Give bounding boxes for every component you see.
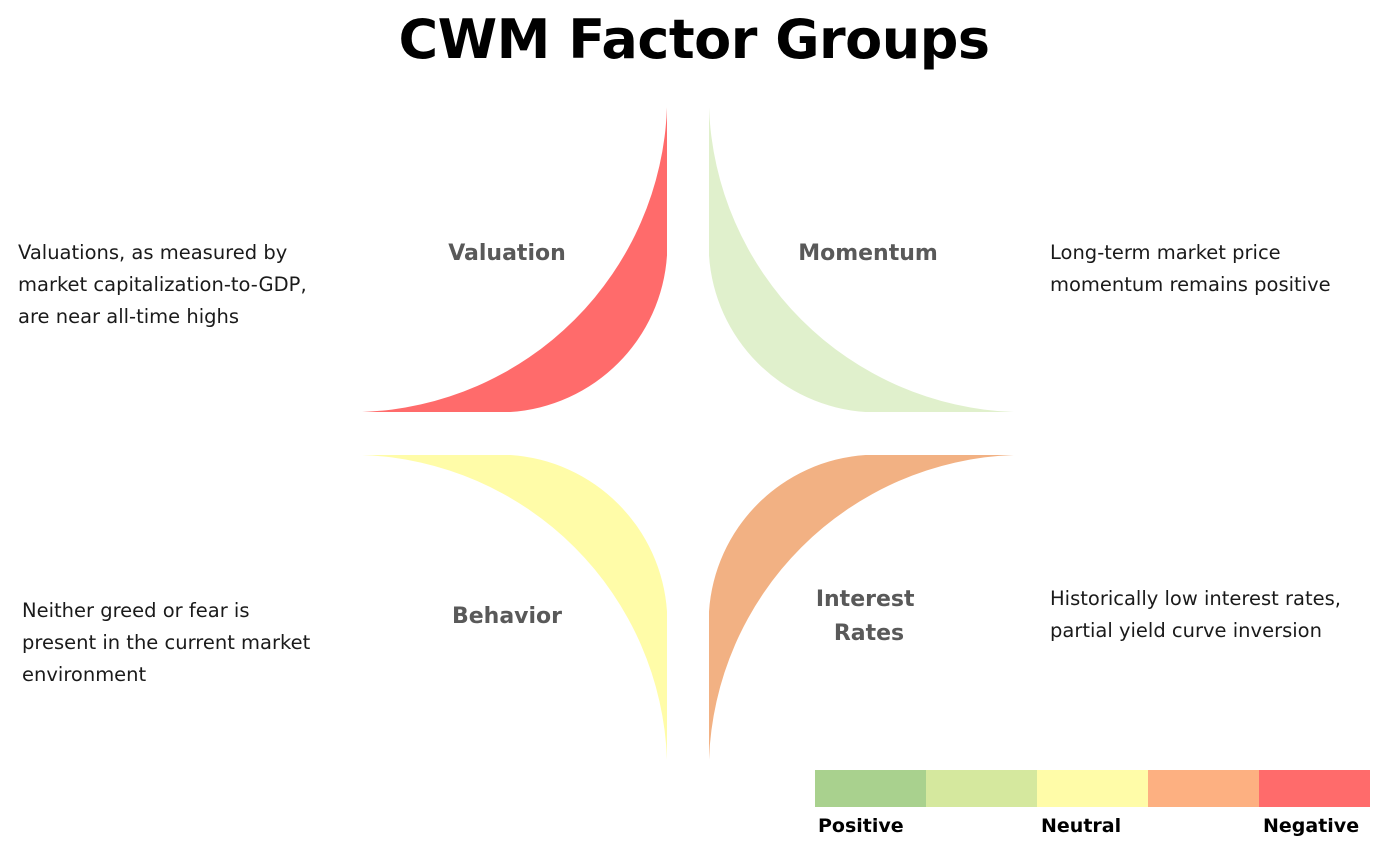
segment-behavior[interactable] (362, 455, 667, 760)
segment-momentum[interactable] (709, 107, 1014, 412)
legend-color-scale (815, 770, 1370, 807)
segment-interest-rates[interactable] (709, 455, 1014, 760)
legend-swatch-4 (1148, 770, 1259, 807)
legend-label-positive: Positive (818, 815, 904, 837)
segment-label-valuation: Valuation (448, 241, 566, 266)
legend-swatch-2 (926, 770, 1037, 807)
legend-swatch-1 (815, 770, 926, 807)
legend-label-neutral: Neutral (1041, 815, 1122, 837)
segment-label-behavior: Behavior (452, 604, 562, 629)
segment-label-interest-rates: Interest Rates (816, 587, 922, 646)
segment-label-momentum: Momentum (798, 241, 938, 266)
description-valuation: Valuations, as measured by market capita… (18, 241, 307, 328)
legend-swatch-3 (1037, 770, 1148, 807)
description-interest-rates: Historically low interest rates, partial… (1050, 587, 1341, 642)
description-momentum: Long-term market price momentum remains … (1050, 241, 1331, 296)
description-behavior: Neither greed or fear is present in the … (22, 599, 311, 686)
segment-valuation[interactable] (362, 107, 667, 412)
legend-swatch-5 (1259, 770, 1370, 807)
legend-label-negative: Negative (1263, 815, 1360, 837)
page-title: CWM Factor Groups (398, 8, 990, 71)
